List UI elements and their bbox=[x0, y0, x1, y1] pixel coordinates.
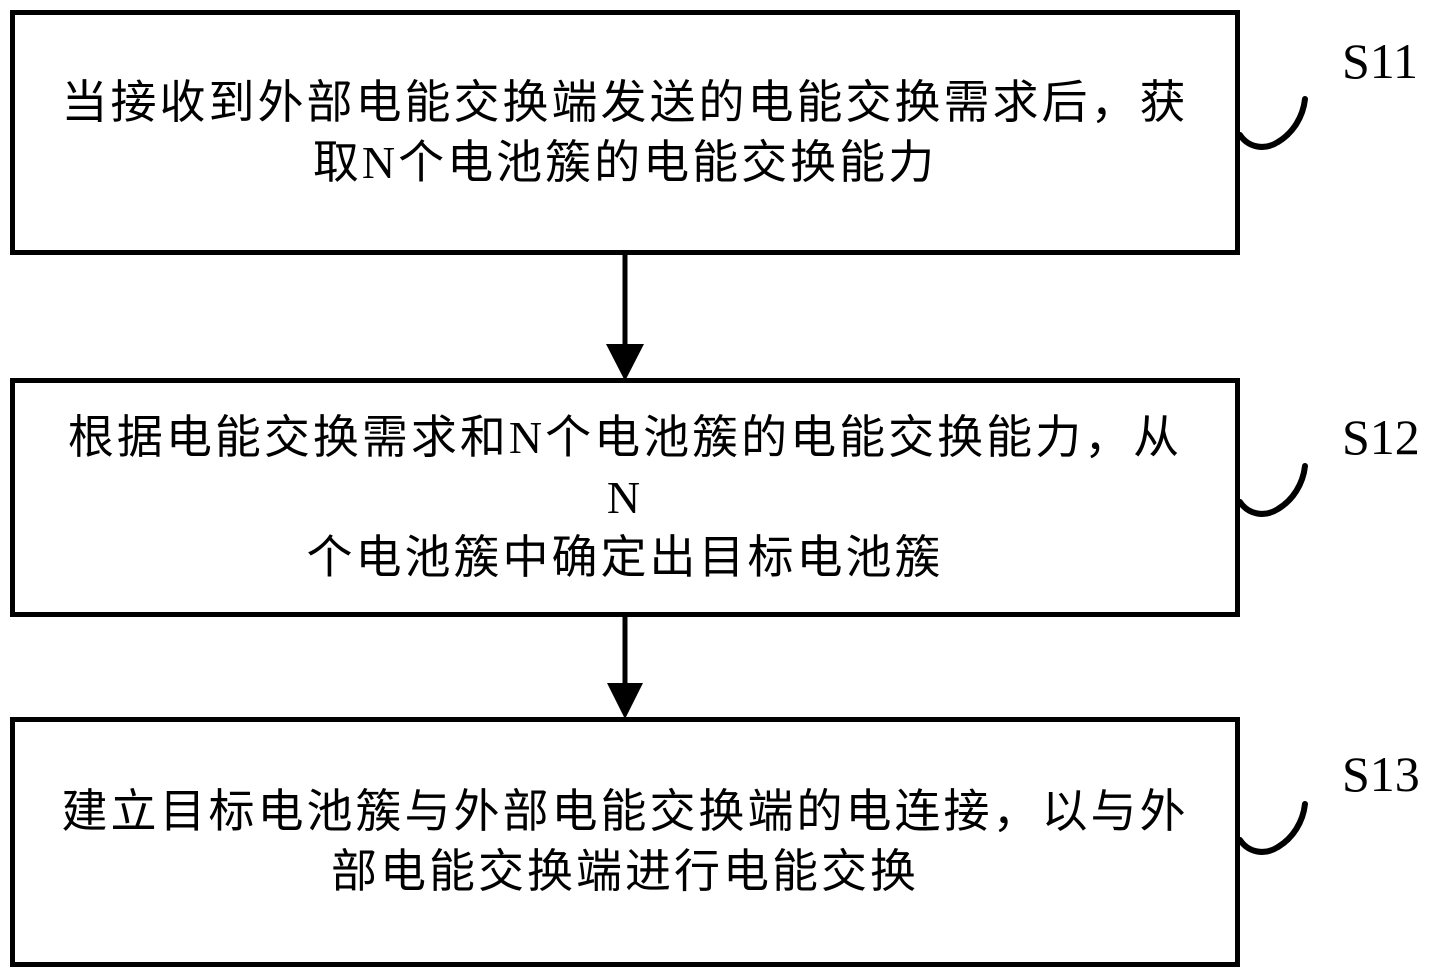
step-text-s12-line2: 个电池簇中确定出目标电池簇 bbox=[306, 531, 944, 583]
step-text-s12-line1: 根据电能交换需求和N个电池簇的电能交换能力，从N bbox=[67, 411, 1183, 523]
step-label-s12: S12 bbox=[1342, 409, 1420, 465]
step-text-s12: 根据电能交换需求和N个电池簇的电能交换能力，从N 个电池簇中确定出目标电池簇 bbox=[15, 408, 1235, 588]
step-text-s13-line2: 部电能交换端进行电能交换 bbox=[331, 846, 919, 897]
step-box-s13: 建立目标电池簇与外部电能交换端的电连接，以与外 部电能交换端进行电能交换 bbox=[10, 717, 1240, 967]
step-box-s11: 当接收到外部电能交换端发送的电能交换需求后，获 取N个电池簇的电能交换能力 bbox=[10, 10, 1240, 255]
step-box-s12: 根据电能交换需求和N个电池簇的电能交换能力，从N 个电池簇中确定出目标电池簇 bbox=[10, 378, 1240, 617]
leader-hook-s12 bbox=[1238, 463, 1308, 517]
step-text-s11-line1: 当接收到外部电能交换端发送的电能交换需求后，获 bbox=[61, 76, 1189, 128]
leader-hook-s13 bbox=[1238, 801, 1308, 855]
step-label-s13: S13 bbox=[1342, 746, 1420, 802]
step-text-s13-line1: 建立目标电池簇与外部电能交换端的电连接，以与外 bbox=[61, 786, 1189, 837]
step-label-s11: S11 bbox=[1342, 33, 1418, 89]
down-arrow-1 bbox=[606, 253, 644, 381]
step-text-s11: 当接收到外部电能交换端发送的电能交换需求后，获 取N个电池簇的电能交换能力 bbox=[22, 73, 1229, 193]
step-text-s13: 建立目标电池簇与外部电能交换端的电连接，以与外 部电能交换端进行电能交换 bbox=[22, 782, 1229, 902]
leader-hook-s11 bbox=[1238, 96, 1308, 150]
down-arrow-2 bbox=[607, 615, 643, 719]
step-text-s11-line2: 取N个电池簇的电能交换能力 bbox=[312, 136, 938, 188]
